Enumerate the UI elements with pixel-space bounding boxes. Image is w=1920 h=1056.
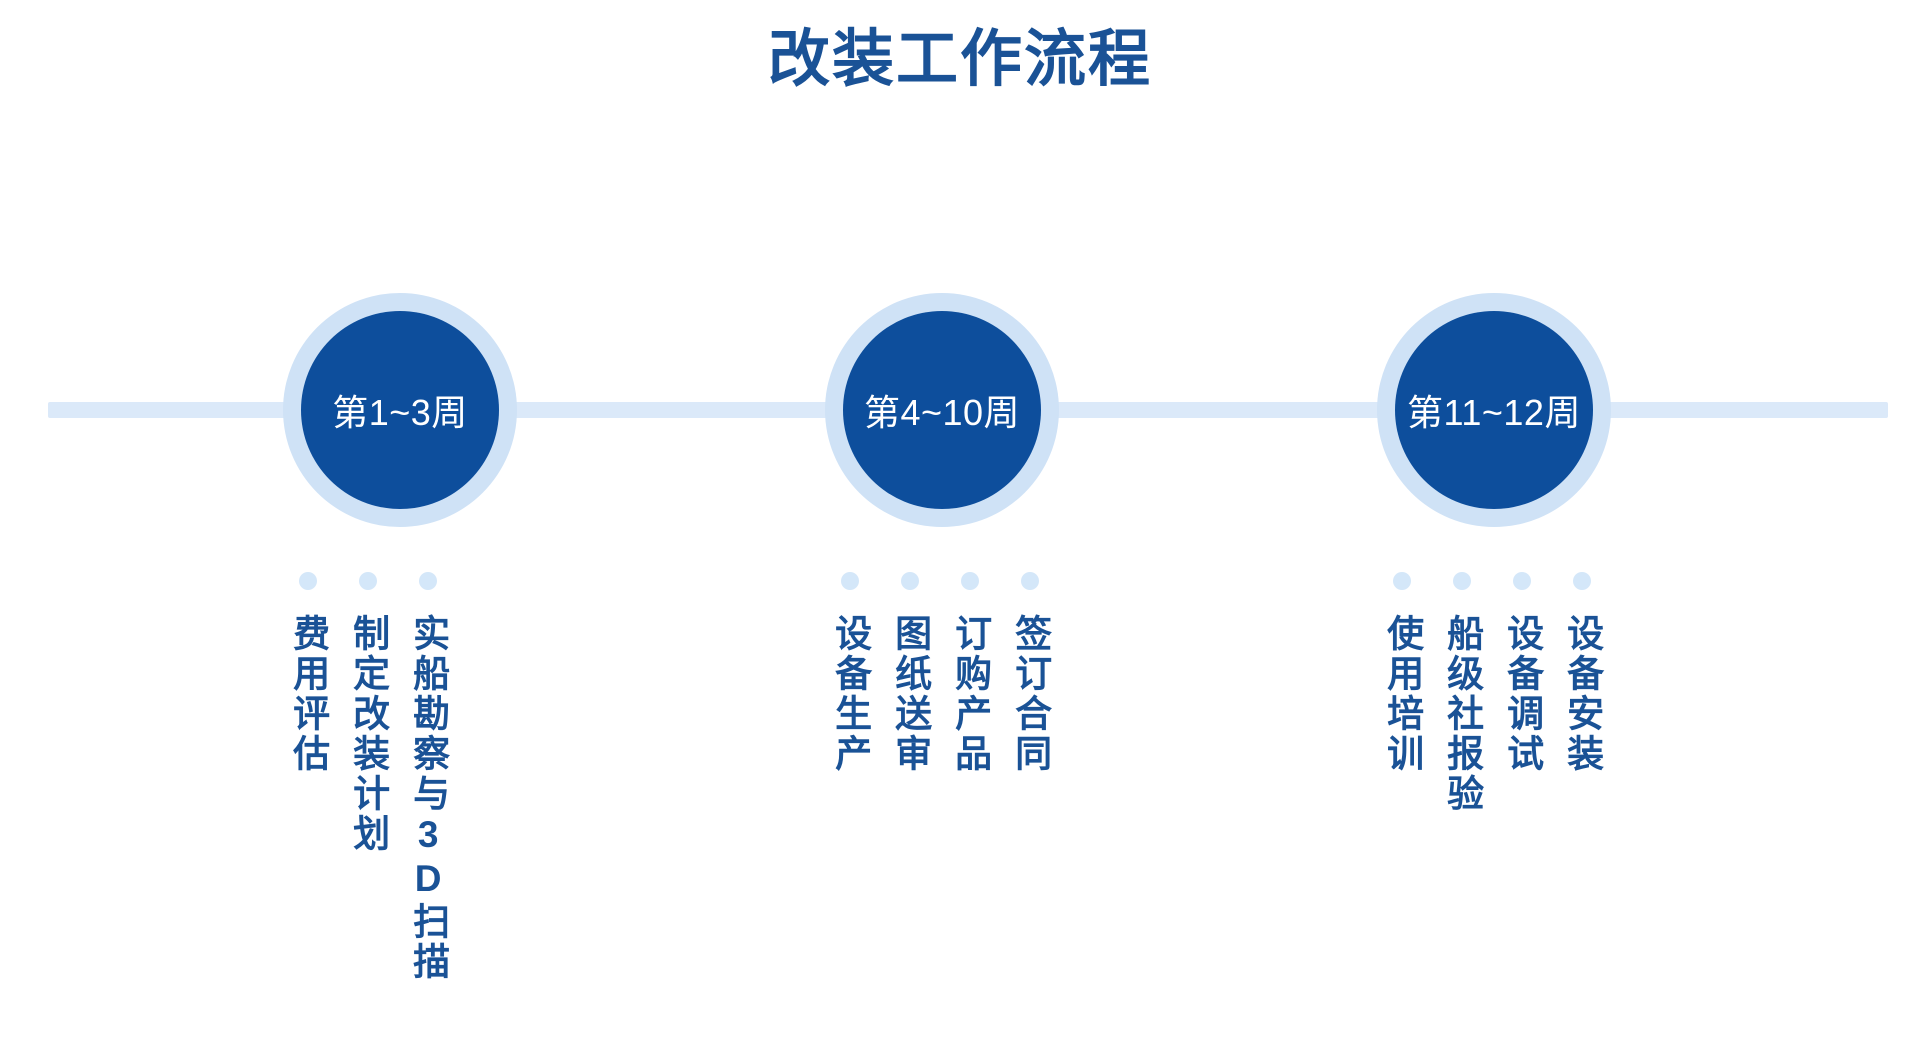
step-item[interactable]: 制定改装计划 — [338, 572, 398, 854]
step-dot-icon — [1573, 572, 1591, 590]
step-item[interactable]: 设备安装 — [1552, 572, 1612, 774]
step-label: 实船勘察与3D扫描 — [407, 614, 449, 982]
step-label: 设备调试 — [1501, 614, 1543, 774]
step-group-2: 签订合同 订购产品 图纸送审 设备生产 — [820, 572, 1060, 774]
step-dot-icon — [299, 572, 317, 590]
step-dot-icon — [419, 572, 437, 590]
step-item[interactable]: 船级社报验 — [1432, 572, 1492, 814]
step-dot-icon — [901, 572, 919, 590]
step-dot-icon — [1393, 572, 1411, 590]
step-dot-icon — [359, 572, 377, 590]
step-item[interactable]: 使用培训 — [1372, 572, 1432, 774]
milestone-label-3: 第11~12周 — [1407, 392, 1581, 433]
step-label: 设备安装 — [1561, 614, 1603, 774]
step-label: 费用评估 — [287, 614, 329, 774]
step-dot-icon — [1513, 572, 1531, 590]
milestone-label-1: 第1~3周 — [332, 392, 468, 433]
step-label: 设备生产 — [829, 614, 871, 774]
step-label: 制定改装计划 — [347, 614, 389, 854]
step-group-3: 设备安装 设备调试 船级社报验 使用培训 — [1372, 572, 1612, 814]
milestone-circle-1[interactable]: 第1~3周 — [301, 311, 499, 509]
step-dot-icon — [961, 572, 979, 590]
step-group-1: 实船勘察与3D扫描 制定改装计划 费用评估 — [278, 572, 458, 982]
step-label: 订购产品 — [949, 614, 991, 774]
step-dot-icon — [1453, 572, 1471, 590]
step-item[interactable]: 签订合同 — [1000, 572, 1060, 774]
step-item[interactable]: 设备调试 — [1492, 572, 1552, 774]
step-item[interactable]: 图纸送审 — [880, 572, 940, 774]
milestone-circle-3[interactable]: 第11~12周 — [1395, 311, 1593, 509]
step-label: 使用培训 — [1381, 614, 1423, 774]
step-item[interactable]: 订购产品 — [940, 572, 1000, 774]
step-item[interactable]: 设备生产 — [820, 572, 880, 774]
page-title: 改装工作流程 — [767, 25, 1152, 94]
step-dot-icon — [841, 572, 859, 590]
step-item[interactable]: 实船勘察与3D扫描 — [398, 572, 458, 982]
milestone-label-2: 第4~10周 — [863, 392, 1021, 433]
step-item[interactable]: 费用评估 — [278, 572, 338, 774]
step-label: 图纸送审 — [889, 614, 931, 774]
milestone-circle-2[interactable]: 第4~10周 — [843, 311, 1041, 509]
step-label: 签订合同 — [1009, 614, 1051, 774]
step-dot-icon — [1021, 572, 1039, 590]
step-label: 船级社报验 — [1441, 614, 1483, 814]
